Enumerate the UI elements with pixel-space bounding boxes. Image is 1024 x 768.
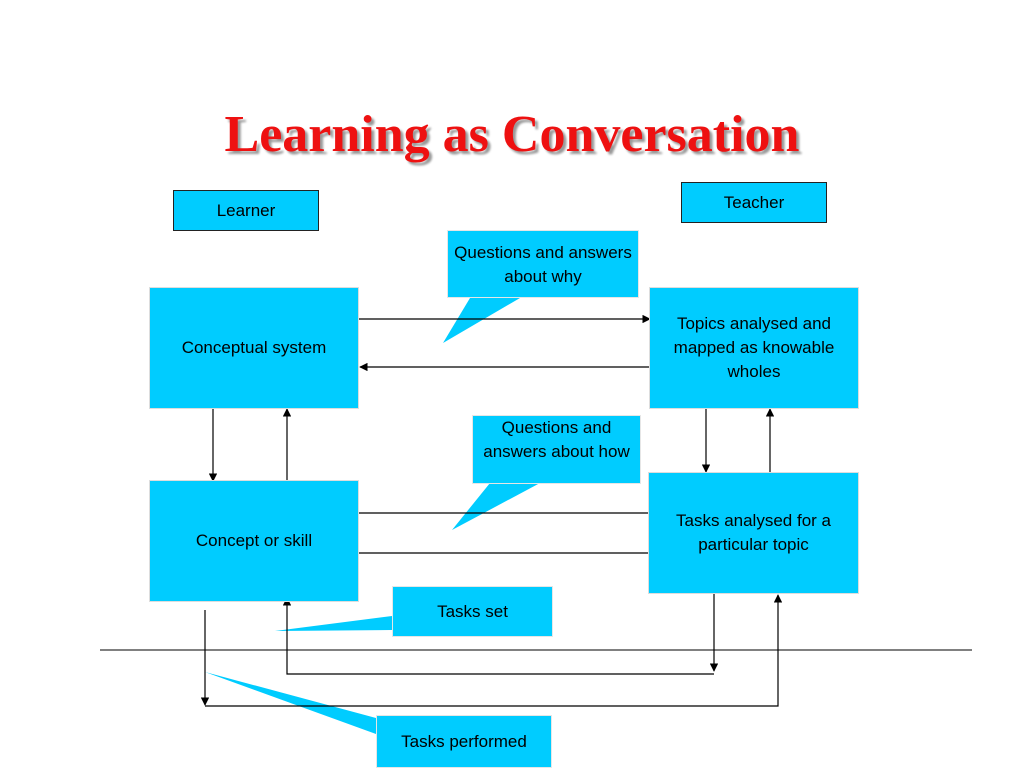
node-concept-skill-text: Concept or skill bbox=[195, 531, 313, 550]
learner-label-text: Learner bbox=[216, 200, 276, 220]
callout-why: Questions and answers about why bbox=[447, 230, 639, 298]
learner-label: Learner bbox=[173, 190, 319, 231]
callout-tasks-set: Tasks set bbox=[392, 586, 553, 637]
loop-tasks-performed bbox=[205, 594, 783, 707]
node-topics-text: Topics analysed and mapped as knowable w… bbox=[673, 314, 835, 381]
callout-how: Questions and answers about how bbox=[472, 415, 641, 484]
callout-tail-tasks-performed bbox=[205, 672, 376, 734]
node-tasks-analysed: Tasks analysed for a particular topic bbox=[648, 472, 859, 594]
callout-tail-why bbox=[443, 298, 520, 343]
callout-how-text: Questions and answers about how bbox=[483, 418, 630, 461]
callout-tail-how bbox=[452, 483, 540, 530]
callout-why-text: Questions and answers about why bbox=[454, 243, 632, 286]
node-tasks-analysed-text: Tasks analysed for a particular topic bbox=[676, 511, 831, 554]
callout-tasks-set-text: Tasks set bbox=[437, 601, 508, 621]
callout-tasks-performed-text: Tasks performed bbox=[401, 731, 527, 751]
callout-tasks-performed: Tasks performed bbox=[376, 715, 552, 768]
teacher-label: Teacher bbox=[681, 182, 827, 223]
node-conceptual-system: Conceptual system bbox=[149, 287, 359, 409]
node-conceptual-system-text: Conceptual system bbox=[181, 338, 327, 357]
callout-tail-tasks-set bbox=[275, 616, 392, 631]
node-concept-skill: Concept or skill bbox=[149, 480, 359, 602]
loop-tasks-set bbox=[282, 597, 714, 675]
node-topics: Topics analysed and mapped as knowable w… bbox=[649, 287, 859, 409]
teacher-label-text: Teacher bbox=[723, 192, 785, 212]
slide-title: Learning as Conversation bbox=[224, 106, 800, 163]
